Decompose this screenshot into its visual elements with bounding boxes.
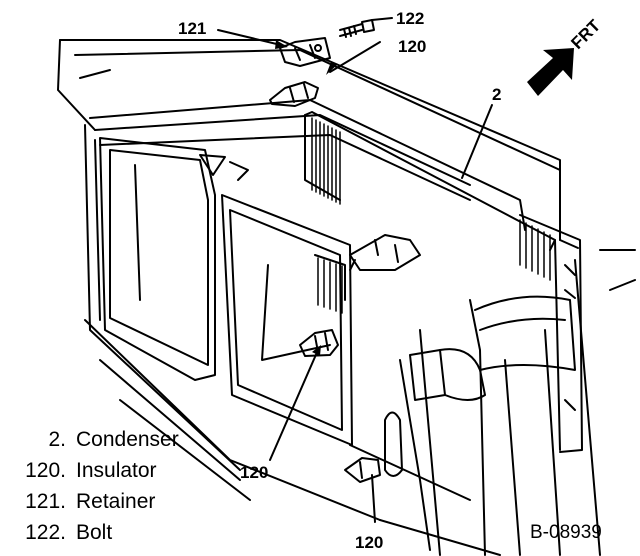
leader-arrowheads	[275, 40, 338, 356]
legend-row: 121. Retainer	[0, 486, 179, 517]
callout-2: 2	[492, 85, 501, 104]
callout-120-top: 120	[398, 37, 426, 56]
retainer-121	[279, 37, 331, 67]
insulator-120-bottom	[344, 457, 381, 483]
figure-id: B-08939	[530, 522, 602, 543]
legend-number: 121.	[25, 490, 66, 513]
insulator-120-top	[269, 81, 319, 107]
leader-lines	[217, 17, 493, 523]
legend-number: 122.	[25, 521, 66, 544]
callout-121: 121	[178, 19, 206, 38]
front-label: FRT	[567, 16, 604, 53]
mid-bracket	[349, 234, 421, 271]
legend-label: Bolt	[76, 521, 113, 544]
legend-label: Condenser	[76, 428, 179, 451]
radiator-support-frame	[57, 39, 636, 556]
legend-number: 2.	[48, 428, 66, 451]
legend-number: 120.	[25, 459, 66, 482]
ac-hose	[409, 295, 576, 401]
front-direction-arrow: FRT	[527, 16, 605, 96]
callout-120-middle: 120	[240, 463, 268, 482]
legend-row: 120. Insulator	[0, 455, 179, 486]
legend-row: 2. Condenser	[0, 424, 179, 455]
legend-row: 122. Bolt	[0, 517, 179, 548]
callout-122: 122	[396, 9, 424, 28]
legend-label: Insulator	[76, 459, 157, 482]
condenser-fins	[311, 117, 551, 314]
legend-label: Retainer	[76, 490, 156, 513]
bolt-122	[339, 19, 375, 38]
callout-120-bottom: 120	[355, 533, 383, 552]
parts-legend: 2. Condenser 120. Insulator 121. Retainer 1…	[0, 424, 179, 548]
condenser	[304, 111, 583, 453]
